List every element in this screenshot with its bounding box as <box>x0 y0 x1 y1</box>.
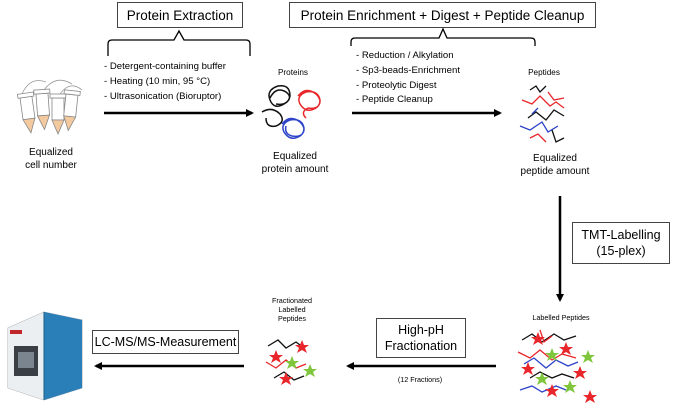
labelled-peptides-icon <box>517 329 597 403</box>
proteins-title: Proteins <box>277 68 309 77</box>
extraction-step: - Ultrasonication (Bioruptor) <box>104 90 222 102</box>
peptides-label: Equalized peptide amount <box>520 153 590 177</box>
enrichment-bracket <box>350 27 536 46</box>
extraction-step: - Heating (10 min, 95 °C) <box>104 75 211 87</box>
peptides-icon <box>519 85 565 143</box>
highph-fractionation-box: High-pH Fractionation <box>376 318 466 358</box>
enrichment-step: - Peptide Cleanup <box>356 94 433 106</box>
fractionated-label: Fractionated Labelled Peptides <box>272 296 312 323</box>
labelled-peptides-label: Labelled Peptides <box>532 313 590 322</box>
extraction-step: - Detergent-containing buffer <box>104 61 226 72</box>
lcms-measurement-box: LC-MS/MS-Measurement <box>92 330 239 354</box>
cell-tubes-icon <box>17 79 83 136</box>
fractions-label: (12 Fractions) <box>397 375 443 384</box>
enrichment-box: Protein Enrichment + Digest + Peptide Cl… <box>289 2 596 28</box>
tmt-labelling-box: TMT-Labelling (15-plex) <box>572 222 670 264</box>
extraction-steps: - Detergent-containing buffer - Heating … <box>104 60 226 104</box>
protein-extraction-label: Protein Extraction <box>126 7 234 23</box>
mass-spectrometer-icon <box>7 311 83 401</box>
enrichment-label: Protein Enrichment + Digest + Peptide Cl… <box>300 7 585 23</box>
proteins-label: Equalized protein amount <box>261 151 329 175</box>
protein-coils-icon <box>261 84 321 139</box>
enrichment-step: - Reduction / Alkylation <box>356 50 454 61</box>
fractionated-peptides-icon <box>265 339 317 385</box>
enrichment-step: - Sp3-beads-Enrichment <box>356 64 460 76</box>
protein-extraction-box: Protein Extraction <box>117 2 243 28</box>
extraction-bracket <box>107 29 251 56</box>
cells-label: Equalized cell number <box>25 147 77 171</box>
enrichment-step: - Proteolytic Digest <box>356 79 437 91</box>
enrichment-steps: - Reduction / Alkylation - Sp3-beads-Enr… <box>356 49 460 108</box>
peptides-title: Peptides <box>528 68 560 77</box>
